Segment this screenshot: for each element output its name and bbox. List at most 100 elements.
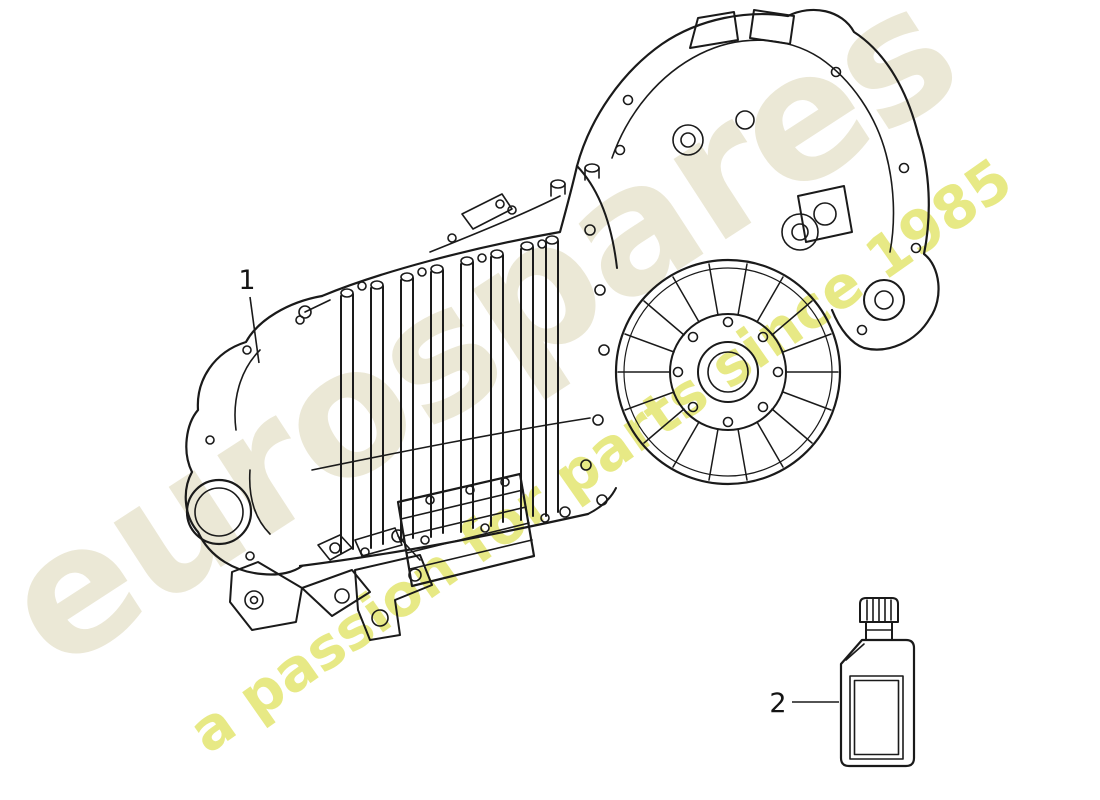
rib-cap (370, 280, 384, 290)
cooler-bracket (354, 554, 433, 641)
boss-outer (781, 213, 819, 251)
bolt (830, 66, 842, 78)
bolt (242, 345, 252, 355)
cooler-bolt (465, 485, 475, 495)
housing-hole (735, 110, 755, 130)
bottle-label-inner (853, 679, 900, 756)
bottle-body (839, 638, 916, 768)
mount-pad-hole (813, 202, 837, 226)
bracket-bushing-inner (249, 595, 259, 605)
rib-cap (340, 288, 354, 298)
bolt (592, 414, 604, 426)
hub-bolt (722, 416, 734, 428)
oil-cooler-fins (400, 489, 533, 570)
under-case-boss (596, 494, 608, 506)
top-cover-contour (429, 195, 561, 253)
cooler-bracket-hole (408, 568, 422, 582)
housing-hole-outer (672, 124, 704, 156)
bolt (507, 205, 517, 215)
bolt (357, 281, 367, 291)
bottle-cap (859, 597, 899, 623)
case-top-edge (320, 164, 579, 298)
side-boss-outer (863, 279, 905, 321)
rib-cap (460, 256, 474, 266)
rib (340, 293, 354, 554)
bolt (580, 459, 592, 471)
bracket-bushing-outer (244, 590, 264, 610)
side-boss-inner (874, 290, 894, 310)
cooler-bracket-hole (371, 609, 389, 627)
bolt (910, 242, 922, 254)
bolt (898, 162, 910, 174)
hub-bolt (757, 401, 769, 413)
intermediate-plate-edge (576, 165, 618, 515)
bolt (480, 523, 490, 533)
clamp-bolt (329, 542, 341, 554)
rib-cap (400, 272, 414, 282)
bolt (447, 233, 457, 243)
linkage-lever (354, 527, 403, 557)
boss-inner (791, 223, 809, 241)
mount-bracket (229, 561, 303, 631)
bolt (205, 435, 215, 445)
hub-bolt (772, 366, 784, 378)
rib-cap (490, 249, 504, 259)
clutch-disc-rim-outer (614, 258, 842, 486)
watermark-brand-text: eurospares (0, 0, 990, 709)
callout-2-label[interactable]: 2 (769, 688, 786, 719)
rib (370, 285, 384, 549)
bolt (594, 284, 606, 296)
bell-housing-ear (689, 11, 739, 49)
left-housing-contours (234, 349, 271, 535)
rib-cap (545, 235, 559, 245)
bolt (584, 224, 596, 236)
output-port-inner (194, 487, 244, 537)
clamp (317, 534, 353, 561)
bolt (598, 344, 610, 356)
bottle-shoulder-line (845, 643, 865, 661)
case-bottom-edge (298, 512, 590, 568)
bell-housing-inner-contour (611, 39, 895, 253)
hub-bore-outer (697, 341, 759, 403)
rib (545, 240, 559, 517)
hub-bolt (722, 316, 734, 328)
cooler-bolt (425, 495, 435, 505)
bolt (245, 551, 255, 561)
bolt (622, 94, 634, 106)
callout-1: 1 (238, 265, 260, 364)
clutch-disc-fins (617, 263, 839, 481)
under-case-boss (559, 506, 571, 518)
bolt (540, 513, 550, 523)
rib (430, 269, 444, 538)
bottle-neck (865, 621, 893, 641)
callout-2: 2 (769, 688, 839, 719)
hub-bolt (672, 366, 684, 378)
shift-linkage-pivot (298, 305, 312, 319)
bottle-cap-knurls (866, 598, 892, 622)
shift-linkage-rod (304, 299, 331, 313)
mount-pad (797, 185, 853, 243)
callout-1-leader-line (249, 296, 260, 364)
mount-arm-hole (334, 588, 350, 604)
output-port-outer (185, 478, 253, 546)
mount-arm (301, 569, 371, 617)
hub-bolt (687, 401, 699, 413)
bolt (420, 535, 430, 545)
bell-housing-outline (575, 8, 940, 351)
bolt (614, 144, 626, 156)
bolt (417, 267, 427, 277)
housing-hole-inner (680, 132, 696, 148)
bolt (856, 324, 868, 336)
oil-bottle-drawing (839, 597, 916, 768)
rib-cap (520, 241, 534, 251)
callout-1-label[interactable]: 1 (238, 265, 255, 296)
rib-cap (430, 264, 444, 274)
gearbox-drawing (184, 8, 940, 641)
hub-bolt (687, 331, 699, 343)
selector-bolt (495, 199, 505, 209)
cooler-bolt (500, 477, 510, 487)
bolt (537, 239, 547, 249)
breather-stem (550, 183, 566, 197)
